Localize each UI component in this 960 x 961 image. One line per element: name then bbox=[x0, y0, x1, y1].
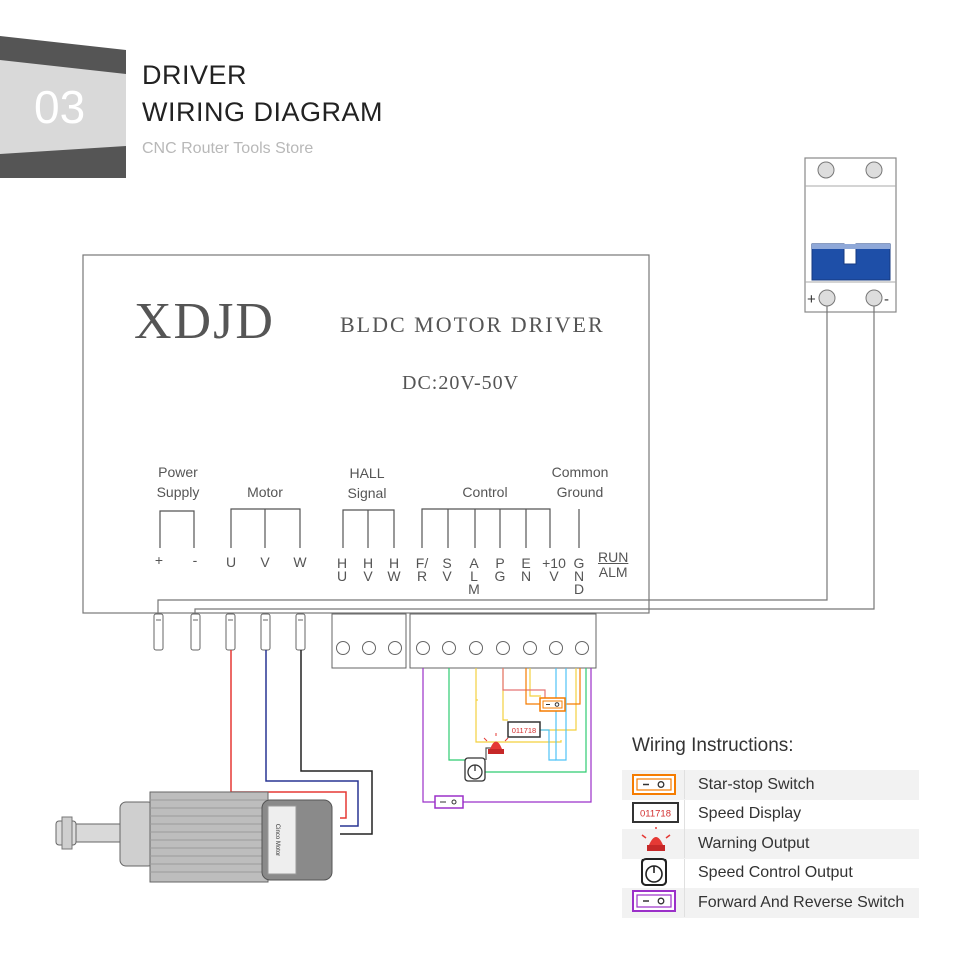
group-label-motor: Motor bbox=[247, 484, 283, 500]
run-alm-indicator: RUN ALM bbox=[598, 549, 629, 580]
legend-title: Wiring Instructions: bbox=[632, 735, 794, 756]
legend-label: Star-stop Switch bbox=[698, 775, 815, 793]
terminal-label: F/R bbox=[415, 555, 429, 584]
terminal-label: U bbox=[225, 554, 237, 570]
group-label-control: Control bbox=[462, 484, 508, 500]
step-number: 03 bbox=[34, 81, 86, 133]
title-line-1: DRIVER bbox=[142, 60, 248, 90]
terminal-label: - bbox=[192, 552, 198, 568]
diagram-star-stop-switch bbox=[539, 697, 566, 712]
legend-label: Speed Display bbox=[698, 805, 802, 823]
wiring-legend: Star-stop Switch Speed Display Warning O… bbox=[622, 770, 919, 918]
diagram-forward-reverse-switch bbox=[434, 795, 464, 809]
breaker-minus-label: - bbox=[884, 291, 889, 308]
terminal-label: W bbox=[293, 554, 307, 570]
circuit-breaker bbox=[804, 157, 897, 313]
diagram-speed-display-value: 011718 bbox=[512, 726, 536, 735]
legend-row: Warning Output bbox=[622, 829, 919, 859]
terminal-label: V bbox=[260, 554, 270, 570]
hall-terminal-block bbox=[331, 613, 407, 669]
motor-wires bbox=[230, 650, 373, 835]
legend-row: Star-stop Switch bbox=[622, 770, 919, 800]
breaker-plus-label: + bbox=[807, 291, 816, 308]
legend-label: Speed Control Output bbox=[698, 864, 853, 882]
output-pins bbox=[153, 613, 306, 651]
legend-row: Forward And Reverse Switch bbox=[622, 888, 919, 918]
spindle-label: Cinco Motor bbox=[274, 824, 280, 856]
store-name: CNC Router Tools Store bbox=[142, 140, 314, 157]
control-wires bbox=[422, 668, 592, 803]
legend-row: Speed Control Output bbox=[622, 858, 919, 889]
spindle-motor: Cinco Motor bbox=[55, 791, 333, 883]
legend-row: Speed Display bbox=[622, 799, 919, 830]
driver-product-name: BLDC MOTOR DRIVER bbox=[340, 312, 605, 337]
group-brackets bbox=[159, 508, 580, 548]
title-line-2: WIRING DIAGRAM bbox=[142, 97, 383, 127]
diagram-warning-light bbox=[483, 733, 509, 754]
driver-voltage: DC:20V-50V bbox=[402, 372, 520, 394]
header-badge bbox=[0, 36, 126, 178]
legend-label: Forward And Reverse Switch bbox=[698, 893, 905, 911]
terminal-label: + bbox=[154, 552, 164, 568]
driver-brand: XDJD bbox=[134, 293, 275, 350]
driver-box bbox=[82, 254, 650, 614]
diagram-speed-knob bbox=[464, 757, 486, 782]
legend-label: Warning Output bbox=[698, 834, 810, 852]
control-terminal-block bbox=[409, 613, 597, 669]
diagram-speed-display: 011718 bbox=[507, 721, 541, 738]
